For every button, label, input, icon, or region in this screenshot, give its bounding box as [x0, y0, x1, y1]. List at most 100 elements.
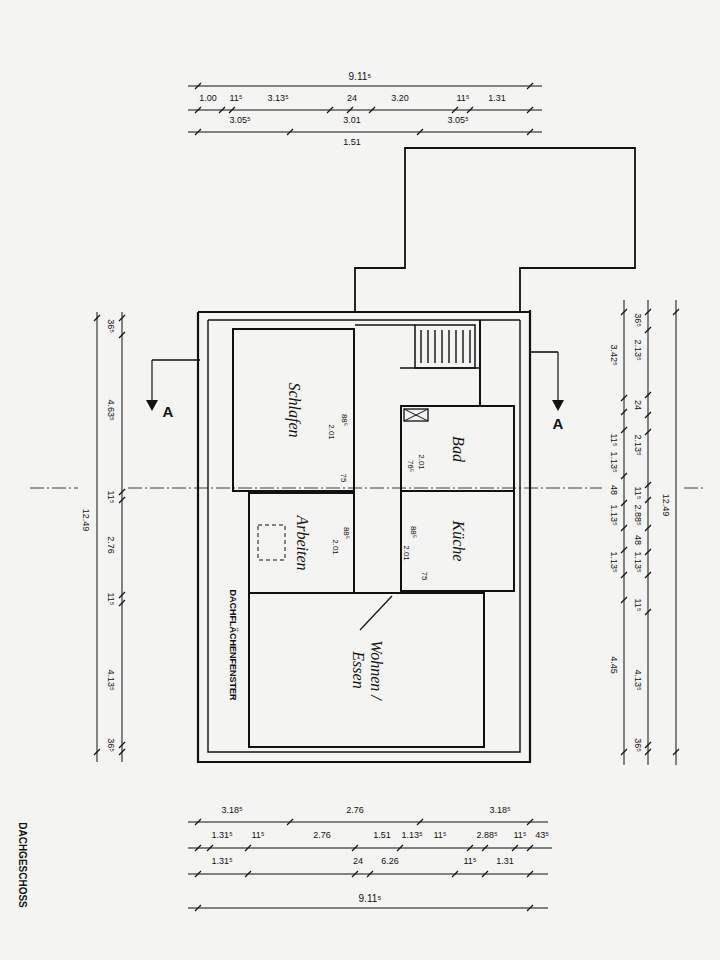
dimension-text: 36⁵ [632, 313, 642, 327]
outline-line [355, 148, 635, 312]
dimension-text: 11⁵ [105, 490, 115, 503]
dimension-text: 11⁵ [608, 433, 618, 446]
dimension-tick [119, 489, 125, 495]
section-arrowhead [146, 400, 158, 411]
dimension-tick [482, 845, 488, 851]
dimension-tick [245, 845, 251, 851]
dimension-tick [94, 315, 100, 321]
dimension-text: 88⁵ [409, 526, 418, 538]
dimension-tick [352, 871, 358, 877]
dimension-text: 1.51 [373, 831, 391, 841]
dimension-tick [119, 497, 125, 503]
room-name: Wohnen / Essen [348, 630, 385, 710]
dimension-text: 36⁵ [105, 319, 115, 333]
dimension-tick [467, 845, 473, 851]
dimension-tick [195, 871, 201, 877]
dimension-text: 11⁵ [229, 94, 242, 104]
dimension-text: 48 [632, 535, 642, 545]
dimension-text: 3.01 [343, 116, 361, 126]
dimension-text: 3.05⁵ [229, 116, 250, 126]
dimension-text: 3.05⁵ [447, 116, 468, 126]
room-name: Küche [448, 521, 466, 562]
stair-tread [420, 330, 421, 363]
dimension-tick [645, 742, 651, 748]
dimension-tick [369, 107, 375, 113]
dimension-tick [621, 525, 627, 531]
dimension-tick [621, 749, 627, 755]
dimension-text: 12.49 [80, 509, 90, 532]
dimension-tick [645, 327, 651, 333]
dimension-tick [645, 749, 651, 755]
dimension-text: 76⁵ [406, 460, 415, 472]
dimension-text: 2.01 [331, 539, 340, 555]
dimension-text: 3.20 [391, 94, 409, 104]
dimension-tick [645, 525, 651, 531]
dimension-tick [527, 129, 533, 135]
stair-tread [441, 330, 442, 363]
stair-outline [415, 325, 475, 368]
chimney [404, 409, 428, 421]
dimension-tick [195, 83, 201, 89]
section-line [128, 488, 602, 489]
dimension-tick [645, 549, 651, 555]
section-mark: A [163, 404, 174, 421]
dimension-text: 11⁵ [433, 831, 446, 841]
dimension-tick [219, 107, 225, 113]
dimension-tick [621, 547, 627, 553]
dimension-tick [673, 749, 679, 755]
dimension-tick [527, 819, 533, 825]
dimension-text: 9.11⁵ [359, 893, 382, 904]
dimension-text: 36⁵ [632, 738, 642, 752]
dimension-tick [94, 749, 100, 755]
section-arrowhead [552, 400, 564, 411]
dimension-tick [195, 819, 201, 825]
dimension-tick [229, 107, 235, 113]
dimension-tick [673, 309, 679, 315]
dimension-tick [119, 315, 125, 321]
section-line [30, 488, 78, 489]
dimension-text: 1.13⁵ [401, 831, 422, 841]
dimension-tick [195, 107, 201, 113]
dimension-text: 1.51 [343, 138, 361, 148]
section-mark: A [553, 416, 564, 433]
dimension-line [97, 312, 98, 762]
wall-line [208, 319, 520, 320]
dimension-text: 4.13⁵ [105, 669, 115, 690]
dimension-tick [119, 749, 125, 755]
dimension-line [188, 908, 548, 909]
dimension-tick [367, 871, 373, 877]
dimension-tick [645, 482, 651, 488]
dimension-text: 11⁵ [632, 486, 642, 499]
dimension-text: 1.13⁵ [608, 504, 618, 525]
dimension-line [188, 132, 542, 133]
dimension-text: 75 [420, 572, 429, 581]
dimension-tick [195, 905, 201, 911]
dimension-text: 9.11⁵ [349, 71, 372, 82]
dimension-tick [119, 600, 125, 606]
dimension-line [188, 822, 548, 823]
dimension-text: 43⁵ [535, 831, 549, 841]
dimension-tick [621, 309, 627, 315]
dimension-line [188, 110, 542, 111]
plan-note: DACHFLÄCHENFENSTER [227, 590, 237, 701]
dimension-tick [482, 871, 488, 877]
dimension-text: 1.13⁵ [632, 551, 642, 572]
dimension-text: 2.76 [105, 536, 115, 554]
dimension-tick [287, 129, 293, 135]
dimension-text: 88⁵ [342, 527, 351, 539]
dimension-tick [397, 845, 403, 851]
dimension-tick [645, 392, 651, 398]
section-line [684, 488, 705, 489]
dimension-text: 75 [339, 474, 348, 483]
dimension-text: 3.18⁵ [489, 806, 510, 816]
dimension-tick [645, 429, 651, 435]
wall-line [355, 324, 415, 326]
dimension-tick [207, 845, 213, 851]
dimension-text: 1.00 [199, 94, 217, 104]
dimension-tick [119, 332, 125, 338]
dimension-text: 24 [632, 400, 642, 410]
dimension-text: 11⁵ [632, 598, 642, 611]
dimension-tick [621, 597, 627, 603]
room: Bad [400, 405, 515, 492]
